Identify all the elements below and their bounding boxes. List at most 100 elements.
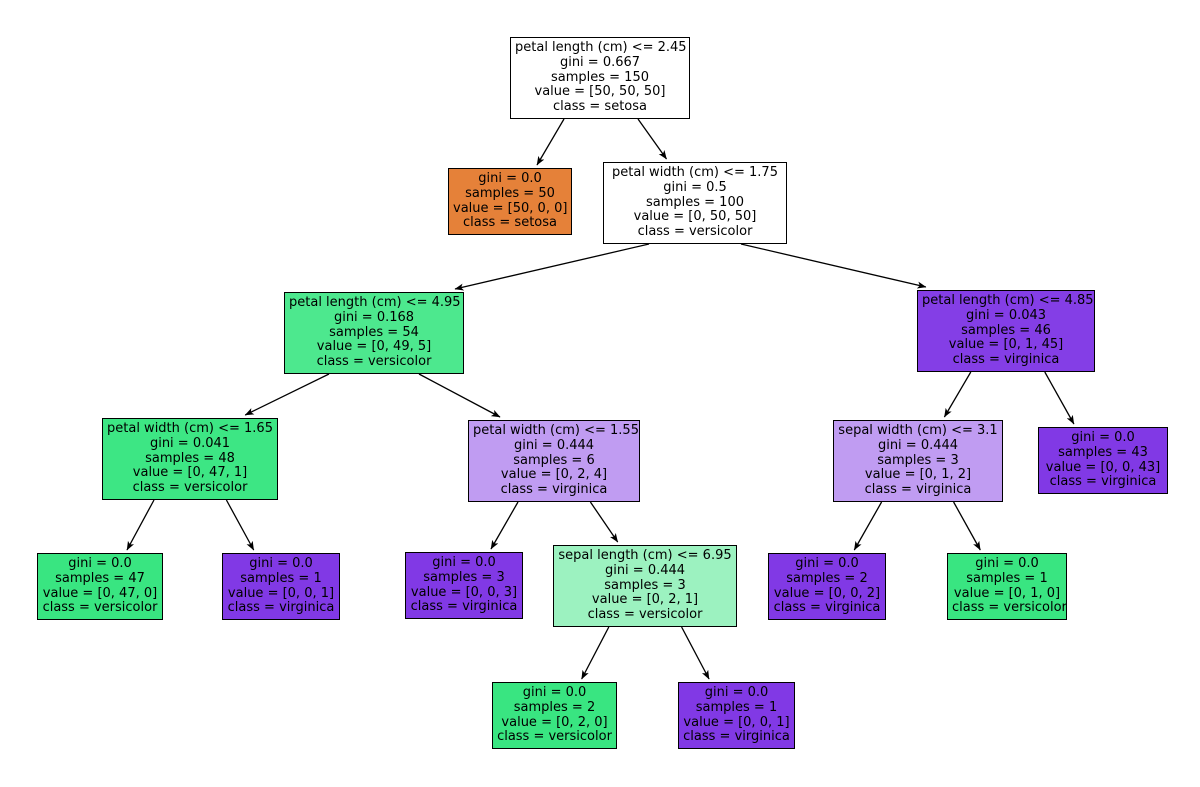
gini-value: gini = 0.043	[965, 307, 1047, 323]
tree-node-leaf-virginica-2: gini = 0.0 samples = 2 value = [0, 0, 2]…	[768, 553, 886, 621]
split-condition: petal length (cm) <= 2.45	[515, 40, 687, 55]
samples-count: samples = 3	[423, 569, 505, 585]
split-condition: petal width (cm) <= 1.55	[473, 423, 639, 438]
samples-count: samples = 48	[145, 450, 235, 466]
gini-value: gini = 0.0	[522, 685, 587, 700]
samples-count: samples = 100	[645, 194, 744, 210]
tree-node-root-split-petal-length: petal length (cm) <= 2.45 gini = 0.667 s…	[510, 37, 690, 119]
value-distribution: value = [0, 0, 1]	[683, 714, 790, 730]
gini-value: gini = 0.0	[975, 556, 1039, 571]
value-distribution: value = [50, 0, 0]	[453, 200, 568, 216]
class-label: class = versicolor	[316, 354, 432, 370]
split-condition: petal length (cm) <= 4.95	[289, 295, 461, 310]
samples-count: samples = 47	[55, 570, 145, 586]
value-distribution: value = [0, 47, 1]	[132, 465, 248, 481]
tree-edge	[536, 118, 565, 166]
value-distribution: value = [0, 0, 43]	[1045, 459, 1161, 475]
gini-value: gini = 0.0	[68, 556, 132, 571]
gini-value: gini = 0.0	[795, 556, 859, 571]
tree-node-leaf-virginica-1a: gini = 0.0 samples = 1 value = [0, 0, 1]…	[222, 553, 340, 621]
tree-edge	[953, 501, 981, 551]
gini-value: gini = 0.0	[478, 171, 542, 186]
class-label: class = versicolor	[587, 607, 703, 623]
value-distribution: value = [0, 47, 0]	[42, 585, 158, 601]
class-label: class = virginica	[952, 352, 1060, 368]
tree-node-split-petal-width-175: petal width (cm) <= 1.75 gini = 0.5 samp…	[603, 162, 787, 244]
samples-count: samples = 3	[877, 452, 959, 468]
class-label: class = virginica	[1049, 474, 1157, 490]
tree-node-leaf-virginica-43: gini = 0.0 samples = 43 value = [0, 0, 4…	[1038, 427, 1168, 495]
class-label: class = virginica	[683, 729, 790, 745]
value-distribution: value = [0, 2, 0]	[501, 714, 608, 730]
split-condition: petal width (cm) <= 1.65	[107, 421, 273, 436]
tree-edge	[581, 626, 610, 680]
tree-node-leaf-virginica-3: gini = 0.0 samples = 3 value = [0, 0, 3]…	[405, 552, 523, 620]
tree-edge	[589, 501, 619, 543]
tree-edge	[244, 373, 330, 416]
class-label: class = virginica	[410, 599, 518, 615]
class-label: class = virginica	[227, 600, 335, 616]
class-label: class = versicolor	[637, 224, 753, 240]
samples-count: samples = 50	[465, 185, 555, 201]
samples-count: samples = 150	[550, 69, 649, 85]
value-distribution: value = [0, 49, 5]	[316, 339, 432, 355]
class-label: class = virginica	[773, 600, 881, 616]
tree-node-split-petal-length-485: petal length (cm) <= 4.85 gini = 0.043 s…	[917, 290, 1095, 372]
tree-edge	[637, 118, 668, 160]
value-distribution: value = [0, 1, 45]	[948, 337, 1064, 353]
samples-count: samples = 6	[513, 452, 595, 468]
samples-count: samples = 2	[786, 570, 868, 586]
class-label: class = versicolor	[497, 729, 612, 745]
split-condition: petal width (cm) <= 1.75	[612, 165, 778, 180]
gini-value: gini = 0.0	[249, 556, 313, 571]
samples-count: samples = 43	[1058, 444, 1148, 460]
value-distribution: value = [0, 0, 1]	[227, 585, 335, 601]
gini-value: gini = 0.5	[663, 179, 727, 195]
tree-node-leaf-virginica-1b: gini = 0.0 samples = 1 value = [0, 0, 1]…	[678, 682, 795, 750]
samples-count: samples = 1	[695, 699, 778, 715]
samples-count: samples = 54	[329, 324, 419, 340]
gini-value: gini = 0.0	[704, 685, 769, 700]
gini-value: gini = 0.444	[604, 562, 686, 578]
tree-edge	[943, 371, 972, 418]
value-distribution: value = [0, 0, 3]	[410, 584, 518, 600]
class-label: class = setosa	[463, 215, 557, 231]
samples-count: samples = 2	[513, 699, 596, 715]
samples-count: samples = 3	[604, 577, 686, 593]
samples-count: samples = 1	[240, 570, 322, 586]
gini-value: gini = 0.168	[333, 309, 415, 325]
tree-node-split-petal-length-495: petal length (cm) <= 4.95 gini = 0.168 s…	[284, 292, 464, 374]
tree-node-leaf-versicolor-47: gini = 0.0 samples = 47 value = [0, 47, …	[37, 553, 163, 621]
tree-node-leaf-versicolor-1: gini = 0.0 samples = 1 value = [0, 1, 0]…	[947, 553, 1067, 621]
tree-edge	[225, 499, 255, 551]
tree-node-split-petal-width-165: petal width (cm) <= 1.65 gini = 0.041 sa…	[102, 418, 278, 500]
gini-value: gini = 0.0	[1071, 430, 1135, 445]
gini-value: gini = 0.444	[877, 437, 959, 453]
gini-value: gini = 0.667	[559, 54, 641, 70]
gini-value: gini = 0.0	[432, 555, 496, 570]
gini-value: gini = 0.444	[513, 437, 595, 453]
value-distribution: value = [50, 50, 50]	[534, 84, 666, 100]
split-condition: sepal length (cm) <= 6.95	[558, 548, 732, 563]
tree-edge	[418, 373, 501, 418]
value-distribution: value = [0, 2, 1]	[591, 592, 699, 608]
tree-node-split-petal-width-155: petal width (cm) <= 1.55 gini = 0.444 sa…	[468, 420, 640, 502]
split-condition: sepal width (cm) <= 3.1	[838, 423, 998, 438]
tree-edge	[490, 501, 519, 550]
gini-value: gini = 0.041	[149, 435, 231, 451]
samples-count: samples = 46	[961, 322, 1051, 338]
class-label: class = setosa	[553, 99, 647, 115]
tree-edge	[681, 626, 710, 680]
samples-count: samples = 1	[966, 570, 1048, 586]
tree-edge	[126, 499, 155, 551]
tree-node-split-sepal-length-695: sepal length (cm) <= 6.95 gini = 0.444 s…	[553, 545, 737, 627]
tree-edge	[740, 243, 927, 289]
tree-node-leaf-setosa: gini = 0.0 samples = 50 value = [50, 0, …	[448, 168, 572, 236]
class-label: class = versicolor	[132, 480, 248, 496]
tree-edge	[454, 243, 650, 291]
class-label: class = virginica	[500, 482, 608, 498]
tree-edge	[853, 501, 883, 551]
split-condition: petal length (cm) <= 4.85	[922, 293, 1094, 308]
value-distribution: value = [0, 1, 2]	[864, 467, 972, 483]
